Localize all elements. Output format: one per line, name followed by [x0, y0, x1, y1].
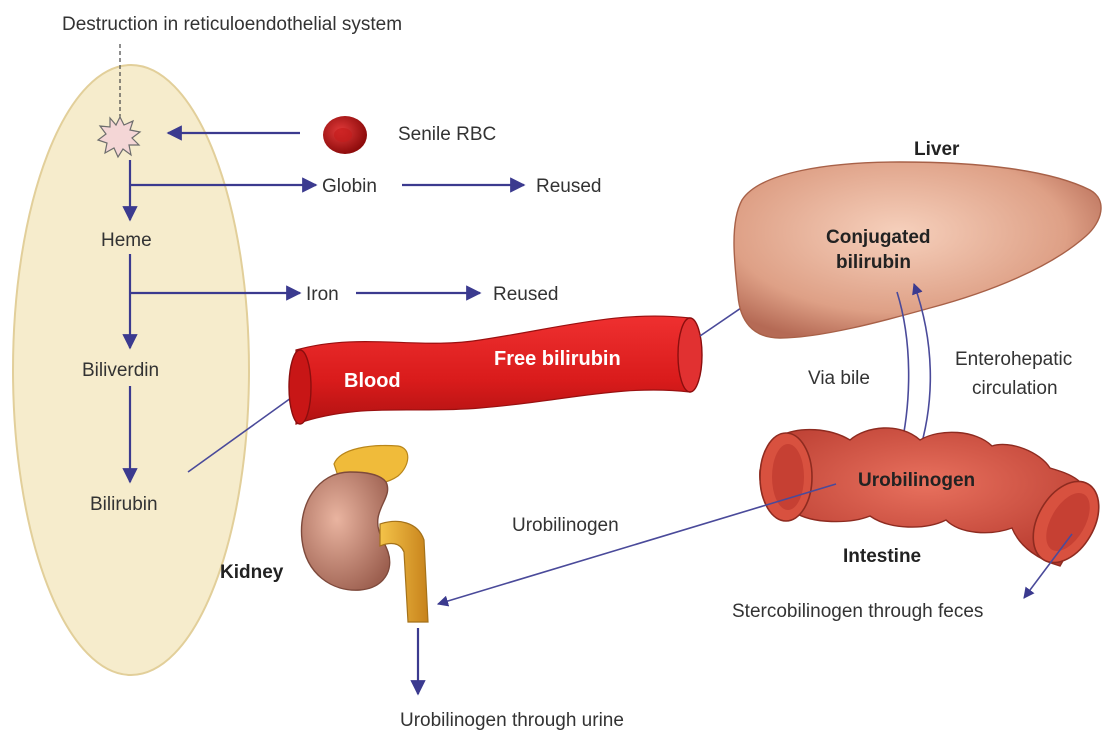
blood-vessel-right-opening [678, 318, 702, 392]
enterohepatic-label-line2: circulation [972, 378, 1058, 399]
blood-label: Blood [344, 370, 401, 392]
biliverdin-label: Biliverdin [82, 360, 159, 381]
liver-shape [734, 162, 1101, 338]
heme-label: Heme [101, 230, 152, 251]
intestine-label: Intestine [843, 546, 921, 567]
globin-label: Globin [322, 176, 377, 197]
via-bile-label: Via bile [808, 368, 870, 389]
urobilinogen-urine-label: Urobilinogen through urine [400, 710, 624, 731]
kidney-label: Kidney [220, 562, 284, 583]
enterohepatic-label-line1: Enterohepatic [955, 349, 1072, 370]
free-bilirubin-label: Free bilirubin [494, 348, 621, 370]
kidney-shape [301, 472, 389, 590]
conjugated-bilirubin-label-line2: bilirubin [836, 252, 911, 273]
conjugated-bilirubin-label-line1: Conjugated [826, 227, 931, 248]
senile-rbc-label: Senile RBC [398, 124, 496, 145]
stercobilinogen-label: Stercobilinogen through feces [732, 601, 983, 622]
bilirubin-label: Bilirubin [90, 494, 158, 515]
senile-rbc-highlight [334, 128, 352, 142]
destruction-title: Destruction in reticuloendothelial syste… [62, 14, 402, 35]
arrow-intestine-to-kidney [438, 484, 836, 604]
urobilinogen-path-label: Urobilinogen [512, 515, 619, 536]
intestine-left-lumen [772, 444, 804, 510]
iron-reused-label: Reused [493, 284, 559, 305]
intestine-urobilinogen-label: Urobilinogen [858, 470, 975, 491]
liver-label: Liver [914, 139, 960, 160]
iron-label: Iron [306, 284, 339, 305]
globin-reused-label: Reused [536, 176, 602, 197]
blood-vessel-left-opening [289, 350, 311, 424]
